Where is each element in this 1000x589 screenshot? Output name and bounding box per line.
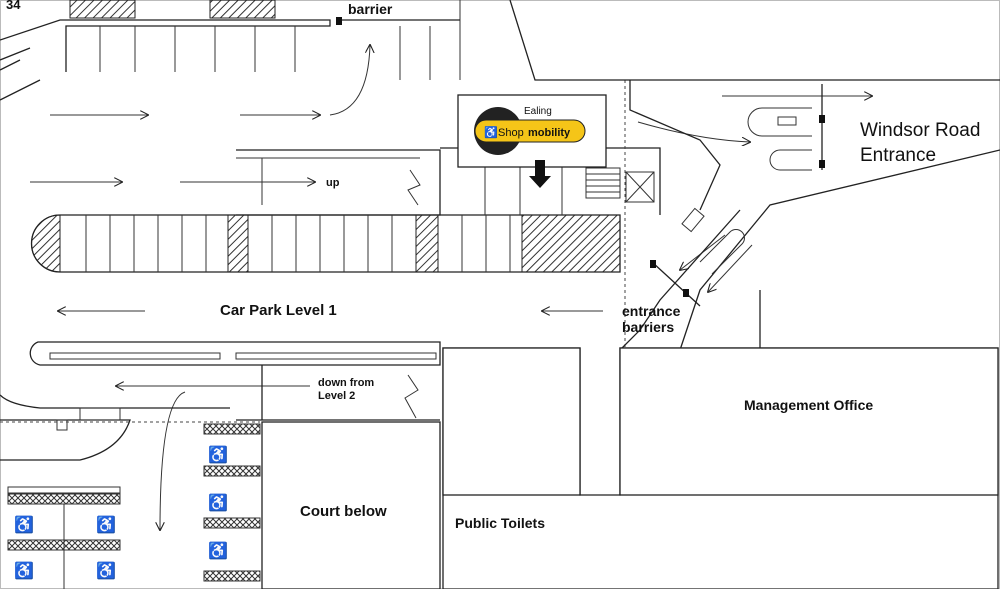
shopmobility-brand-prefix: Shop [498,127,524,139]
lower-ramp: down from Level 2 [0,341,441,461]
accessible-parking-icon: ♿ [96,515,116,534]
direction-arrow-icon [160,391,186,530]
down-from-label-1: down from [318,377,374,389]
direction-arrow-icon [708,244,753,292]
management-office-label: Management Office [744,397,873,413]
middle-parking-row [30,214,621,273]
space-number: 34 [6,0,21,12]
management-office: Management Office [744,397,873,413]
accessible-parking-bays: ♿ ♿ ♿ ♿ ♿ ♿ ♿ [7,423,261,589]
entrance-barriers-label-1: entrance [622,303,681,319]
accessible-parking-icon: ♿ [14,515,34,534]
barrier-icon [683,289,689,297]
shopmobility-sign: Ealing ♿ Shop mobility [457,94,607,188]
top-parking-row: 34 barrier [0,0,461,101]
direction-arrow-icon [329,45,370,116]
shopmobility-brand-suffix: mobility [528,127,571,139]
entrance-barriers-label-2: barriers [622,319,674,335]
accessible-icon: ♿ [484,126,498,139]
barrier-icon [819,160,825,168]
down-from-label-2: Level 2 [318,390,355,402]
barrier-icon [819,115,825,123]
windsor-road-entrance: Windsor Road Entrance entrance barriers [509,0,1000,351]
accessible-parking-icon: ♿ [14,561,34,580]
accessible-parking-icon: ♿ [208,541,228,560]
up-label: up [326,177,340,189]
stair-core [440,80,661,350]
down-arrow-icon [529,160,551,188]
barrier-label: barrier [348,1,393,17]
accessible-parking-icon: ♿ [96,561,116,580]
accessible-parking-icon: ♿ [208,493,228,512]
public-toilets-label: Public Toilets [455,515,545,531]
court-below-label: Court below [300,503,387,520]
windsor-road-label: Windsor Road [860,120,980,141]
barrier-icon [650,260,656,268]
windsor-entrance-label: Entrance [860,145,936,166]
barrier-post [336,17,342,25]
shopmobility-location: Ealing [524,106,552,117]
direction-arrow-icon [637,121,750,142]
stairs-icon [585,167,621,199]
court-below: Court below [261,421,441,589]
accessible-parking-icon: ♿ [208,445,228,464]
public-toilets: Public Toilets [442,347,999,589]
car-park-level-title: Car Park Level 1 [220,302,337,319]
